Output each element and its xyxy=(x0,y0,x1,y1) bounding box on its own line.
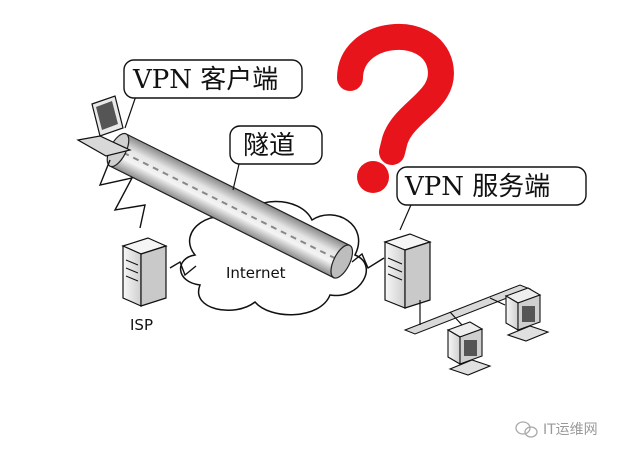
internet-server-link xyxy=(351,252,385,270)
wechat-icon xyxy=(515,421,538,438)
watermark: IT运维网 xyxy=(515,421,598,438)
tunnel-label: 隧道 xyxy=(243,131,295,161)
workstation-icon xyxy=(504,287,550,342)
workstation-icon xyxy=(446,321,492,376)
vpn-server-label: VPN 服务端 xyxy=(404,172,550,202)
watermark-label: IT运维网 xyxy=(543,422,598,438)
callout-vpn-server: VPN 服务端 xyxy=(396,166,587,231)
vpn-client-label: VPN 客户端 xyxy=(132,65,278,95)
callout-tunnel: 隧道 xyxy=(229,125,323,191)
callout-vpn-client: VPN 客户端 xyxy=(123,59,303,129)
isp-label: ISP xyxy=(130,316,153,334)
question-mark-icon xyxy=(337,23,454,193)
dialup-link xyxy=(98,159,146,229)
isp-internet-link xyxy=(169,260,197,277)
laptop-icon xyxy=(76,95,132,157)
vpn-server-icon xyxy=(383,233,432,309)
internet-label: Internet xyxy=(226,264,286,282)
isp-server-icon xyxy=(121,237,168,307)
